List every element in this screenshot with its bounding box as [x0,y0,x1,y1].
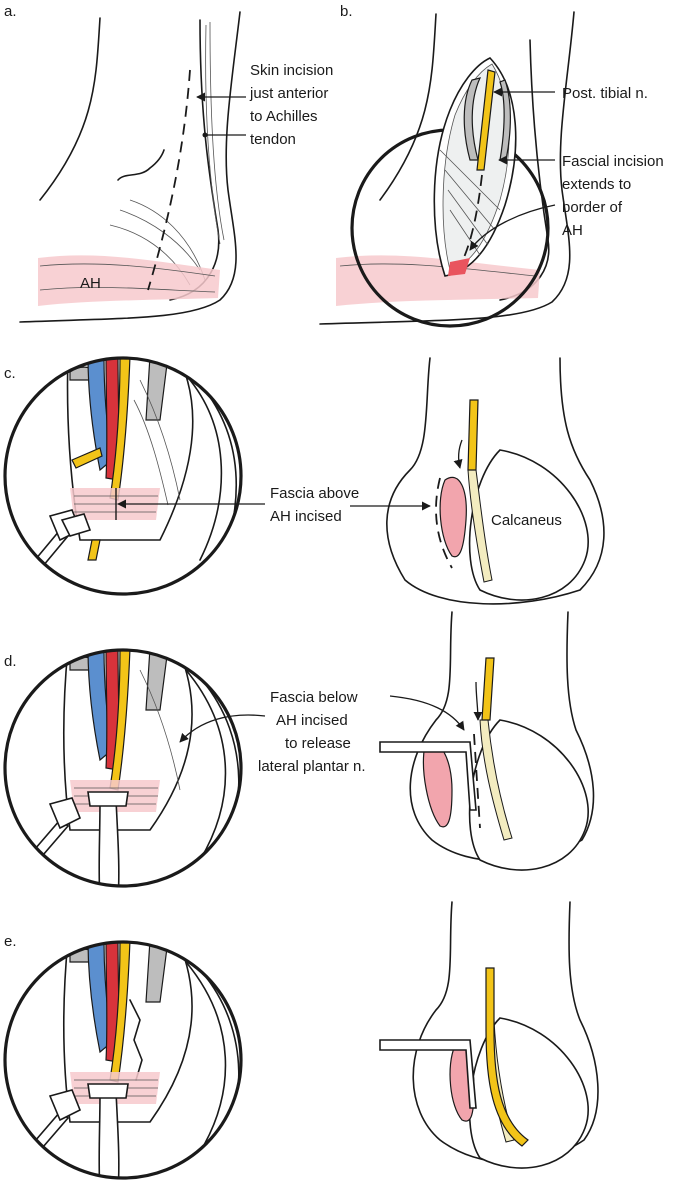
panel-d: d. Fascia below AH incised to release la… [3,611,595,888]
malleolus-outline [117,149,165,181]
hook-instrument-d-right [379,741,477,811]
panel-a: a. AH Skin incision just anterior to Ach… [4,3,333,323]
heel-outline [19,11,241,323]
hook-instrument-d [98,799,120,886]
label-skin-incision-4: tendon [250,131,296,148]
abductor-hallucis-c [439,476,467,558]
label-skin-incision-3: to Achilles [250,108,318,125]
magnifier-circle-d [3,648,243,888]
label-fascial-3: border of [562,199,623,216]
fascial-incision-line [461,174,483,263]
panel-c: c. Fascia above AH incis [3,356,605,605]
achilles-outline [169,19,220,301]
panel-c-letter: c. [4,365,16,382]
panel-e-letter: e. [4,933,17,950]
hook-instrument-e [98,1091,120,1178]
label-skin-incision-2: just anterior [249,85,328,102]
label-fascia-above-2: AH incised [270,508,342,525]
nerve-c-right [467,399,479,471]
label-ah: AH [80,275,101,292]
magnifier-circle-e [3,940,243,1180]
label-fascia-above-1: Fascia above [270,485,359,502]
posterior-tibial-nerve-b [476,69,496,171]
label-calcaneus: Calcaneus [491,512,562,529]
panel-b-letter: b. [340,3,353,20]
hook-instrument-e-right [379,1039,477,1109]
label-fascia-below-1: Fascia below [270,689,358,706]
nerve-d-right [481,657,495,721]
panel-d-letter: d. [4,653,17,670]
panel-b: b. Post. tibial n. Fascial incision exte… [319,3,664,328]
magnifier-circle-c [3,356,243,596]
label-skin-incision-1: Skin incision [250,62,333,79]
foot-outline-front [39,17,101,201]
calcaneus-bone-c [468,449,589,601]
label-fascial-2: extends to [562,176,631,193]
abductor-hallucis-muscle [38,255,220,306]
panel-a-letter: a. [4,3,17,20]
label-fascia-below-2: AH incised [276,712,348,729]
panel-e: e. [3,901,599,1180]
label-fascial-1: Fascial incision [562,153,664,170]
calcaneus-region-c [386,357,605,605]
label-fascia-below-3: to release [285,735,351,752]
label-fascia-below-4: lateral plantar n. [258,758,366,775]
label-post-tibial: Post. tibial n. [562,85,648,102]
label-fascial-4: AH [562,222,583,239]
skin-incision-line [147,69,191,291]
nerve-e-right [485,967,529,1147]
